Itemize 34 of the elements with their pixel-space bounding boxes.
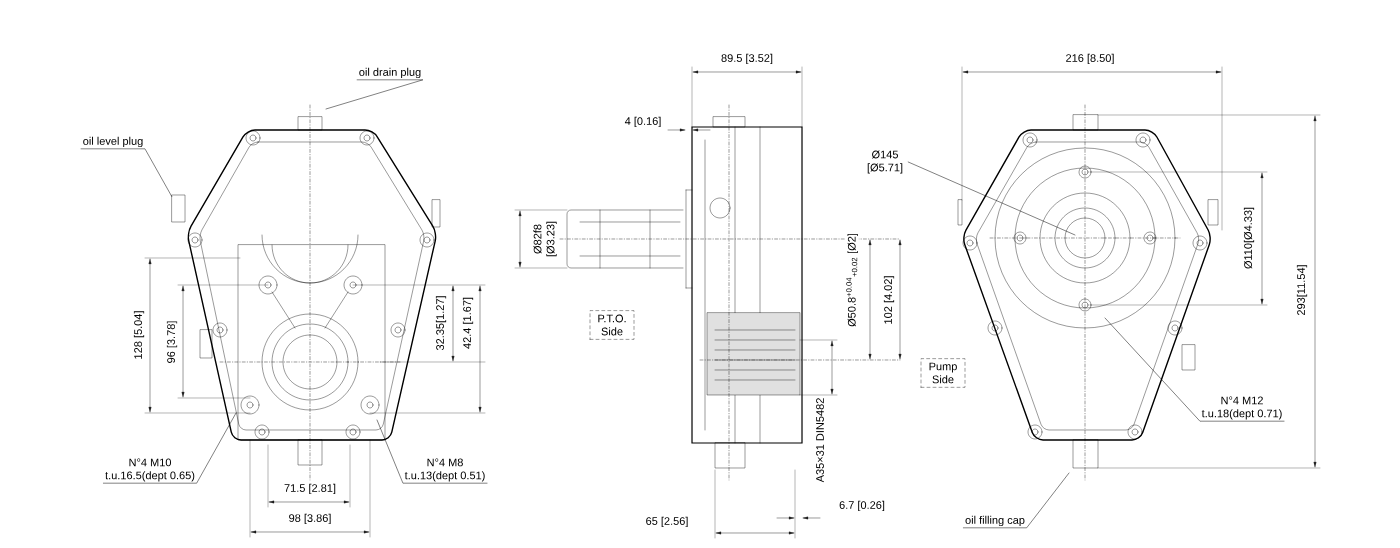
leader-line xyxy=(325,79,424,110)
leader-line xyxy=(963,472,1070,529)
dimension-label: 71.5 [2.81] xyxy=(283,482,337,496)
callout-text: N°4 M10 t.u.16.5(dept 0.65) xyxy=(105,458,195,482)
dimension-label: 128 [5.04] xyxy=(132,309,146,361)
callout-text: N°4 M12 t.u.18(dept 0.71) xyxy=(1201,396,1282,420)
leader-line xyxy=(103,412,237,484)
side-label-box: Pump Side xyxy=(920,358,966,388)
callout-text: Ø145 [Ø5.71] xyxy=(867,150,903,174)
leader-line xyxy=(1104,317,1285,422)
dimension-label: 96 [3.78] xyxy=(165,319,179,365)
dimension-label: 4 [0.16] xyxy=(623,115,663,129)
callout-text: oil level plug xyxy=(83,136,143,148)
dimension-label: 98 [3.86] xyxy=(287,512,333,526)
leader-line xyxy=(80,148,173,197)
dimension-label: 6.7 [0.26] xyxy=(838,499,886,513)
leader-line xyxy=(376,419,488,484)
dimension-label: Ø82f8 [Ø3.23] xyxy=(532,216,558,262)
dimension-label: Ø50.8$^{+0.04}$$_{+0.02}$ [Ø2] xyxy=(845,232,859,328)
dimension-label: 32.35[1.27] xyxy=(434,294,448,352)
dimension-label: 293[11.54] xyxy=(1295,263,1309,317)
dimension-label: 216 [8.50] xyxy=(1064,52,1116,66)
leader-line xyxy=(907,161,1076,236)
callout-text: oil filling cap xyxy=(965,515,1025,527)
dimension-label: 89.5 [3.52] xyxy=(720,52,774,66)
dimension-label: 42.4 [1.67] xyxy=(461,296,475,350)
callout-text: oil drain plug xyxy=(359,67,421,79)
plug-drawing xyxy=(171,194,186,223)
dimension-label: Ø110[Ø4.33] xyxy=(1242,205,1256,271)
side-label-box: P.T.O. Side xyxy=(589,310,635,340)
dimension-label: 102 [4.02] xyxy=(882,274,896,326)
dimension-label: A35×31 DIN5482 xyxy=(815,396,825,484)
callout-text: N°4 M8 t.u.13(dept 0.51) xyxy=(404,458,485,482)
dimension-label: 65 [2.56] xyxy=(644,515,690,529)
